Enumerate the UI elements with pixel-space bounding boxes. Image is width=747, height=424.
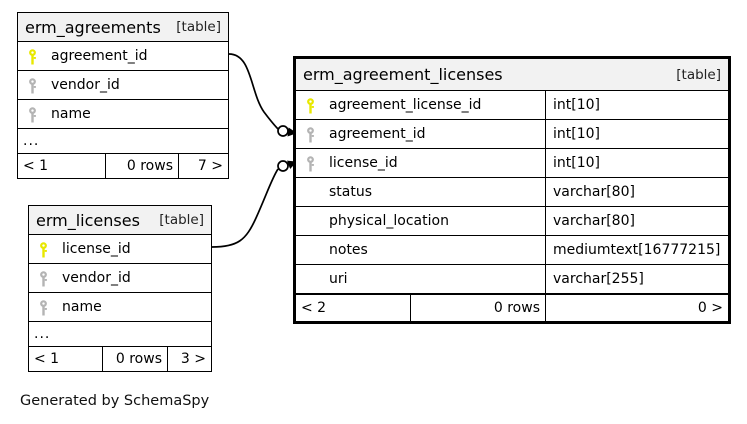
- column-row[interactable]: vendor_id: [29, 264, 211, 293]
- column-row[interactable]: agreement_id int[10]: [296, 120, 728, 149]
- column-name-cell: license_id: [296, 149, 545, 177]
- column-type: int[10]: [545, 91, 728, 119]
- column-row[interactable]: notes mediumtext[16777215]: [296, 236, 728, 265]
- footer-row-count: 0 rows: [410, 295, 545, 321]
- column-label: uri: [329, 271, 348, 287]
- table-erm-agreement-licenses[interactable]: erm_agreement_licenses [table] agreement…: [293, 56, 731, 324]
- column-label: physical_location: [329, 213, 449, 229]
- column-name-cell: agreement_id: [18, 42, 228, 70]
- column-type: mediumtext[16777215]: [545, 236, 728, 264]
- more-columns-indicator: ...: [18, 129, 228, 154]
- no-key-icon: [302, 242, 320, 259]
- relationship-agreements-to-agreement-licenses: [228, 53, 297, 137]
- column-label: name: [62, 299, 102, 315]
- column-label: agreement_id: [51, 48, 148, 64]
- foreign-key-icon: [302, 126, 320, 143]
- no-key-icon: [302, 271, 320, 288]
- table-name: erm_agreement_licenses: [303, 65, 503, 84]
- footer-parent-count[interactable]: < 1: [34, 351, 60, 367]
- footer-row-count: 0 rows: [102, 347, 167, 371]
- column-label: name: [51, 106, 91, 122]
- column-name-cell: name: [18, 100, 228, 128]
- column-name-cell: vendor_id: [29, 264, 211, 292]
- table-footer-erm-agreement-licenses: < 2 0 rows 0 >: [296, 294, 728, 321]
- column-label: notes: [329, 242, 368, 258]
- column-row[interactable]: license_id: [29, 235, 211, 264]
- table-kind-label: [table]: [176, 19, 221, 35]
- foreign-key-icon: [24, 106, 42, 123]
- column-name-cell: notes: [296, 236, 545, 264]
- column-label: status: [329, 184, 373, 200]
- column-row[interactable]: physical_location varchar[80]: [296, 207, 728, 236]
- table-kind-label: [table]: [159, 212, 204, 228]
- column-label: agreement_id: [329, 126, 426, 142]
- column-row[interactable]: license_id int[10]: [296, 149, 728, 178]
- column-label: license_id: [329, 155, 398, 171]
- table-title-erm-agreement-licenses: erm_agreement_licenses [table]: [296, 59, 728, 91]
- footer-child-count[interactable]: 0 >: [545, 295, 728, 321]
- table-title-erm-agreements: erm_agreements [table]: [18, 13, 228, 42]
- more-columns-indicator: ...: [29, 322, 211, 347]
- column-name-cell: uri: [296, 265, 545, 293]
- generated-by-credit: Generated by SchemaSpy: [20, 393, 210, 409]
- primary-key-icon: [302, 97, 320, 114]
- column-name-cell: name: [29, 293, 211, 321]
- column-label: license_id: [62, 241, 131, 257]
- table-title-erm-licenses: erm_licenses [table]: [29, 206, 211, 235]
- column-row[interactable]: agreement_id: [18, 42, 228, 71]
- column-type: varchar[80]: [545, 178, 728, 206]
- table-erm-licenses[interactable]: erm_licenses [table] license_id: [28, 205, 212, 372]
- table-kind-label: [table]: [676, 66, 721, 83]
- footer-row-count: 0 rows: [105, 154, 178, 178]
- column-type: varchar[80]: [545, 207, 728, 235]
- column-row[interactable]: agreement_license_id int[10]: [296, 91, 728, 120]
- column-label: agreement_license_id: [329, 97, 482, 113]
- footer-child-count[interactable]: 3 >: [167, 347, 211, 371]
- column-row[interactable]: uri varchar[255]: [296, 265, 728, 294]
- footer-parent-count[interactable]: < 1: [23, 158, 49, 174]
- foreign-key-icon: [35, 270, 53, 287]
- no-key-icon: [302, 184, 320, 201]
- column-row[interactable]: name: [18, 100, 228, 129]
- column-label: vendor_id: [51, 77, 120, 93]
- column-type: int[10]: [545, 120, 728, 148]
- primary-key-icon: [24, 48, 42, 65]
- primary-key-icon: [35, 241, 53, 258]
- footer-child-count[interactable]: 7 >: [178, 154, 228, 178]
- table-name: erm_agreements: [25, 17, 161, 37]
- column-row[interactable]: vendor_id: [18, 71, 228, 100]
- column-name-cell: agreement_license_id: [296, 91, 545, 119]
- column-row[interactable]: name: [29, 293, 211, 322]
- column-name-cell: status: [296, 178, 545, 206]
- column-row[interactable]: status varchar[80]: [296, 178, 728, 207]
- table-name: erm_licenses: [36, 210, 140, 230]
- column-label: vendor_id: [62, 270, 131, 286]
- column-type: int[10]: [545, 149, 728, 177]
- table-erm-agreements[interactable]: erm_agreements [table] agreement_id: [17, 12, 229, 179]
- column-name-cell: agreement_id: [296, 120, 545, 148]
- foreign-key-icon: [302, 155, 320, 172]
- foreign-key-icon: [24, 77, 42, 94]
- column-type: varchar[255]: [545, 265, 728, 293]
- table-footer-erm-agreements: < 1 0 rows 7 >: [18, 154, 228, 178]
- column-name-cell: vendor_id: [18, 71, 228, 99]
- no-key-icon: [302, 213, 320, 230]
- table-footer-erm-licenses: < 1 0 rows 3 >: [29, 347, 211, 371]
- foreign-key-icon: [35, 299, 53, 316]
- column-name-cell: license_id: [29, 235, 211, 263]
- footer-parent-count[interactable]: < 2: [301, 300, 327, 316]
- column-name-cell: physical_location: [296, 207, 545, 235]
